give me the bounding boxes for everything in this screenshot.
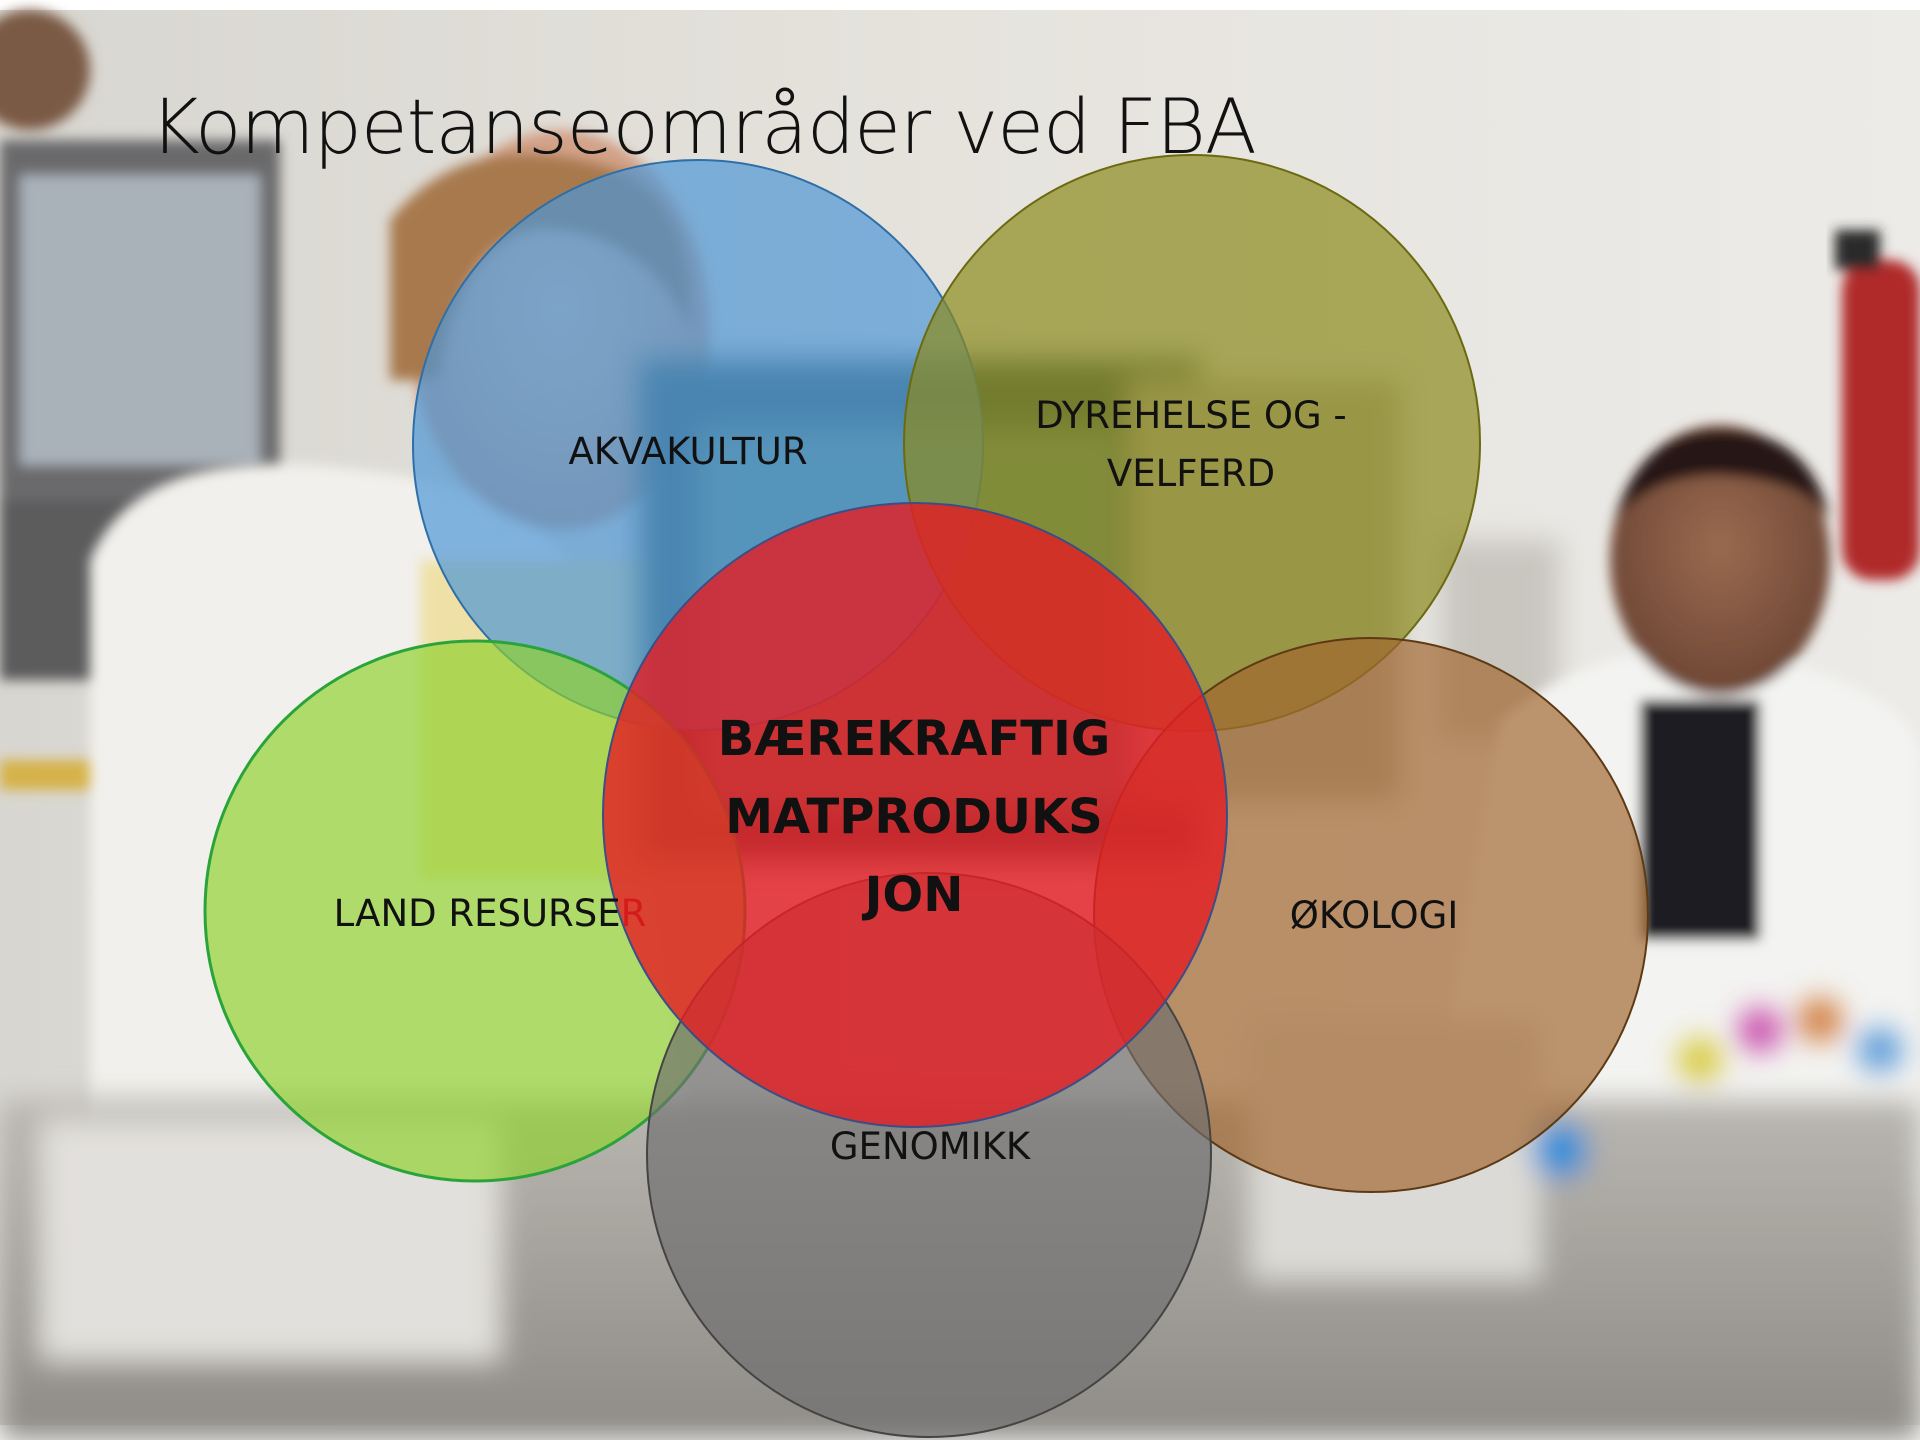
label-okologi-line-1: ØKOLOGI xyxy=(1289,894,1459,937)
label-akvakultur: AKVAKULTUR xyxy=(568,423,807,481)
slide-title: Kompetanseområder ved FBA xyxy=(150,82,1257,171)
circle-center-matproduksjon xyxy=(602,502,1228,1128)
label-dyrehelse-line-2: VELFERD xyxy=(1106,452,1276,495)
label-land-resurser-main: LAND RESURSE xyxy=(333,892,621,935)
label-center-line-1: BÆREKRAFTIG xyxy=(717,711,1111,767)
label-dyrehelse-line-1: DYREHELSE OG - xyxy=(1035,394,1347,437)
label-center-line-2: MATPRODUKS xyxy=(725,789,1103,845)
label-center-matproduksjon: BÆREKRAFTIG MATPRODUKS JON xyxy=(718,700,1111,934)
label-genomikk-line-1: GENOMIKK xyxy=(829,1125,1031,1168)
label-akvakultur-line-1: AKVAKULTUR xyxy=(568,430,808,473)
label-center-line-3: JON xyxy=(864,867,964,923)
label-land-resurser: LAND RESURSER xyxy=(334,885,647,943)
label-dyrehelse: DYREHELSE OG - VELFERD xyxy=(1035,387,1347,503)
label-land-resurser-tail: R xyxy=(620,892,647,935)
label-okologi: ØKOLOGI xyxy=(1290,887,1459,945)
label-genomikk: GENOMIKK xyxy=(830,1118,1030,1176)
